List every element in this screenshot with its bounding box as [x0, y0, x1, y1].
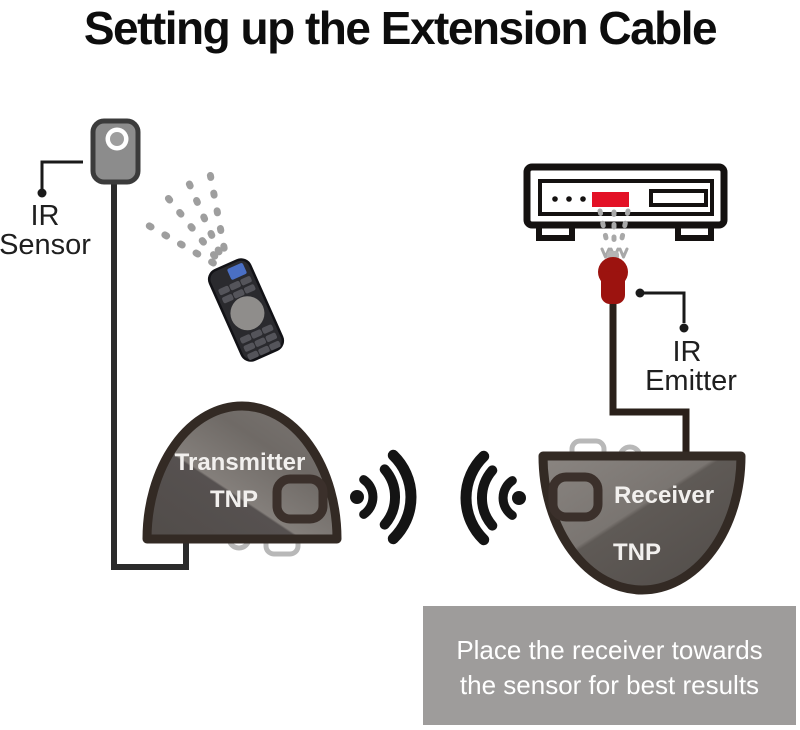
- ir-emitter-icon: [598, 251, 628, 304]
- transmitter-device: Transmitter TNP: [142, 401, 342, 557]
- transmitter-label: Transmitter: [175, 449, 306, 476]
- sensor-callout: IR Sensor: [0, 160, 91, 261]
- emitter-label-line1: IR: [673, 336, 702, 368]
- media-player-tray: [649, 189, 708, 207]
- ir-sensor-icon: [90, 118, 141, 185]
- transmitter-brand: TNP: [210, 486, 258, 513]
- media-player-icon: [523, 163, 728, 241]
- receiver-label: Receiver: [614, 482, 714, 509]
- receiver-ir-window: [548, 472, 603, 522]
- rf-signal-right-arcs-icon: [350, 449, 417, 545]
- caption-box: Place the receiver towards the sensor fo…: [423, 606, 796, 725]
- emitter-cable: [609, 300, 690, 458]
- remote-led: [227, 263, 247, 280]
- media-player-display: [592, 192, 629, 207]
- sensor-label-line1: IR: [31, 200, 60, 232]
- emitter-label-line2: Emitter: [645, 365, 737, 397]
- rf-signal-left-arcs-icon: [460, 450, 526, 546]
- remote-buttons: [218, 276, 281, 360]
- transmitter-ir-window: [272, 474, 328, 524]
- page-title: Setting up the Extension Cable: [83, 2, 718, 54]
- caption-line2: the sensor for best results: [459, 670, 760, 700]
- remote-dpad: [230, 296, 265, 331]
- remote-control-icon: [207, 258, 285, 362]
- receiver-device: Receiver TNP: [538, 438, 746, 595]
- remote-ir-signals-icon: [142, 164, 230, 272]
- caption-line1: Place the receiver towards: [456, 635, 763, 665]
- receiver-brand: TNP: [613, 539, 661, 566]
- sensor-label-line2: Sensor: [0, 229, 91, 261]
- sensor-cable: [111, 176, 189, 570]
- emitter-callout: IR Emitter: [635, 288, 737, 397]
